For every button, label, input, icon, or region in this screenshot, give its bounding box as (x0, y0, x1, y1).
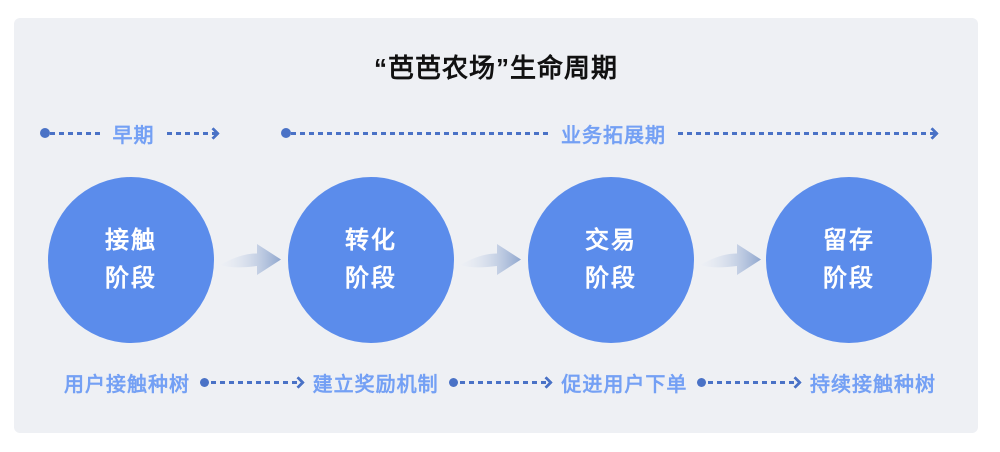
phase-early-label: 早期 (112, 124, 155, 147)
stage-label-line2: 阶段 (823, 265, 875, 292)
dashed-line (459, 380, 551, 384)
action-label-retain: 持续接触种树 (810, 373, 937, 396)
stage-label-line2: 阶段 (345, 265, 397, 292)
actions-row: 用户接触种树 建立奖励机制 促进用户下单 持续接触种树 (64, 369, 937, 396)
action-label-contact: 用户接触种树 (64, 373, 190, 396)
dashed-line (708, 380, 800, 384)
arrow-right-icon (207, 126, 220, 140)
stage-circle-conversion: 转化 阶段 (288, 177, 454, 343)
stage-arrow-icon (700, 244, 761, 275)
dashed-line (291, 131, 549, 135)
stage-circle-text: 接触 阶段 (105, 222, 157, 298)
stage-label-line2: 阶段 (105, 265, 157, 292)
stage-circle-text: 留存 阶段 (823, 222, 875, 298)
dashed-line (50, 131, 101, 135)
stage-label-line2: 阶段 (585, 265, 637, 292)
arrow-right-icon (789, 375, 802, 389)
timeline-dot-icon (200, 377, 209, 387)
phase-expansion-timeline: 业务拓展期 (281, 123, 939, 147)
timeline-dot-icon (281, 128, 291, 138)
stage-circle-text: 转化 阶段 (345, 222, 397, 298)
stage-label-line1: 留存 (823, 227, 875, 254)
timeline-dot-icon (448, 377, 458, 387)
action-connector (697, 375, 802, 389)
action-connector (448, 375, 554, 389)
arrow-right-icon (926, 126, 939, 140)
action-connector (200, 375, 305, 389)
arrow-right-icon (540, 375, 554, 389)
action-label-order: 促进用户下单 (561, 373, 688, 396)
phase-early-timeline: 早期 (40, 123, 220, 147)
stage-label-line1: 接触 (105, 227, 157, 254)
phase-expansion-label: 业务拓展期 (561, 124, 666, 147)
stage-label-line1: 转化 (345, 227, 397, 254)
dashed-line (678, 131, 936, 135)
dashed-line (211, 380, 302, 384)
stage-circle-text: 交易 阶段 (585, 222, 637, 298)
stage-arrow-icon (220, 244, 281, 275)
stage-circle-contact: 接触 阶段 (48, 177, 214, 343)
diagram-title: “芭芭农场”生命周期 (373, 53, 618, 83)
stage-circle-transaction: 交易 阶段 (528, 177, 694, 343)
action-label-reward: 建立奖励机制 (312, 373, 439, 396)
stage-circle-retention: 留存 阶段 (766, 177, 932, 343)
arrow-right-icon (291, 375, 305, 389)
lifecycle-panel: “芭芭农场”生命周期 早期 业务拓展期 (14, 18, 978, 433)
stage-label-line1: 交易 (585, 227, 637, 254)
timeline-dot-icon (40, 128, 50, 138)
timeline-dot-icon (697, 377, 707, 387)
dashed-line (166, 131, 217, 135)
stage-arrow-icon (460, 244, 521, 275)
